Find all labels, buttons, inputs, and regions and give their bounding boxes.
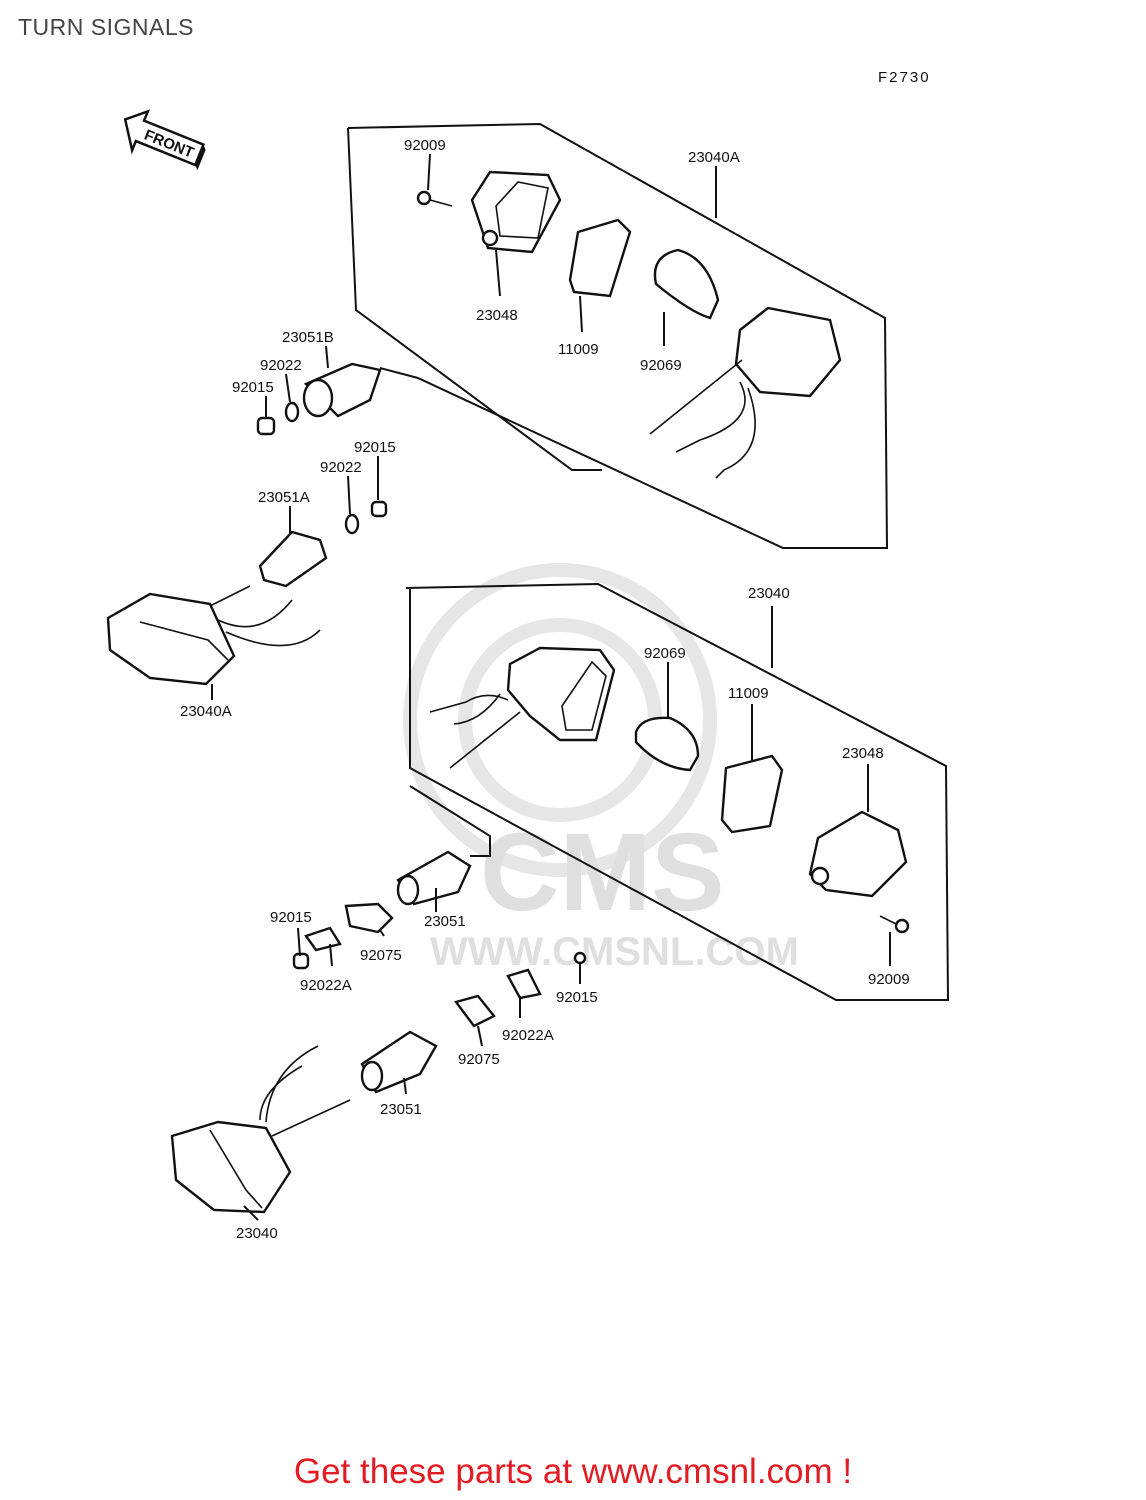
footer-link[interactable]: Get these parts at www.cmsnl.com ! xyxy=(293,1452,853,1491)
nut-92015-c xyxy=(292,952,310,970)
label-92015-c: 92015 xyxy=(270,909,312,926)
label-23051B: 23051B xyxy=(282,329,334,346)
label-23040A-kit: 23040A xyxy=(688,149,740,166)
gasket-11009-lower xyxy=(720,754,784,834)
page-title: TURN SIGNALS xyxy=(18,14,194,40)
signal-body-upper-right xyxy=(649,306,842,479)
figure-code: F2730 xyxy=(878,69,931,86)
washer-92022A-a xyxy=(304,926,342,952)
label-92075-a: 92075 xyxy=(360,947,402,964)
screw-92009-upper xyxy=(416,190,453,207)
grommet-92075-a xyxy=(344,902,394,934)
label-92022-b: 92022 xyxy=(320,459,362,476)
label-92015-d: 92015 xyxy=(556,989,598,1006)
label-23051A: 23051A xyxy=(258,489,310,506)
bulb-92069-upper xyxy=(653,248,720,320)
label-92022A-a: 92022A xyxy=(300,977,352,994)
label-23048-upper: 23048 xyxy=(476,307,518,324)
washer-92022-a xyxy=(284,401,300,423)
label-92075-b: 92075 xyxy=(458,1051,500,1068)
label-11009-upper: 11009 xyxy=(558,341,599,358)
label-92022A-b: 92022A xyxy=(502,1027,554,1044)
leader-lines xyxy=(211,153,891,1221)
signal-body-upper-left xyxy=(106,585,321,686)
holder-23051A xyxy=(258,530,328,588)
nut-92015-b xyxy=(370,500,388,518)
holder-23051-upper xyxy=(396,850,472,906)
label-23051-upper: 23051 xyxy=(424,913,466,930)
cms-watermark: CMS WWW.CMSNL.COM xyxy=(403,563,799,974)
holder-23051-lower xyxy=(360,1030,438,1094)
lens-23048-lower xyxy=(808,810,908,898)
label-92015-a: 92015 xyxy=(232,379,274,396)
label-92069-lower: 92069 xyxy=(644,645,686,662)
label-23040-kit: 23040 xyxy=(748,585,790,602)
gasket-11009-upper xyxy=(568,218,632,298)
label-11009-lower: 11009 xyxy=(728,685,769,702)
nut-92015-a xyxy=(256,416,276,436)
bulb-92069-lower xyxy=(634,716,700,772)
kit-outline-23040A xyxy=(347,122,889,549)
washer-92022-b xyxy=(344,513,360,535)
label-23048-lower: 23048 xyxy=(842,745,884,762)
watermark-url: WWW.CMSNL.COM xyxy=(430,930,799,974)
holder-23051B xyxy=(302,362,382,418)
grommet-92075-b xyxy=(453,994,496,1028)
screw-92009-lower xyxy=(879,915,910,934)
signal-body-lower-center xyxy=(429,646,616,769)
label-92022-a: 92022 xyxy=(260,357,302,374)
label-92015-b: 92015 xyxy=(354,439,396,456)
label-92009-lower: 92009 xyxy=(868,971,910,988)
front-arrow-icon: FRONT xyxy=(123,109,206,171)
washer-92022A-b xyxy=(506,968,542,1000)
label-23040-part: 23040 xyxy=(236,1225,278,1242)
label-92009-upper: 92009 xyxy=(404,137,446,154)
label-92069-upper: 92069 xyxy=(640,357,682,374)
signal-body-lower-left xyxy=(170,1045,351,1214)
label-23051-lower: 23051 xyxy=(380,1101,422,1118)
lens-23048-upper xyxy=(470,170,562,254)
kit-outline-23040 xyxy=(405,582,950,1001)
label-23040A-part: 23040A xyxy=(180,703,232,720)
nut-92015-d xyxy=(573,951,587,965)
part-labels: 92009 23040A 23048 11009 92069 23051B 92… xyxy=(180,137,910,1242)
